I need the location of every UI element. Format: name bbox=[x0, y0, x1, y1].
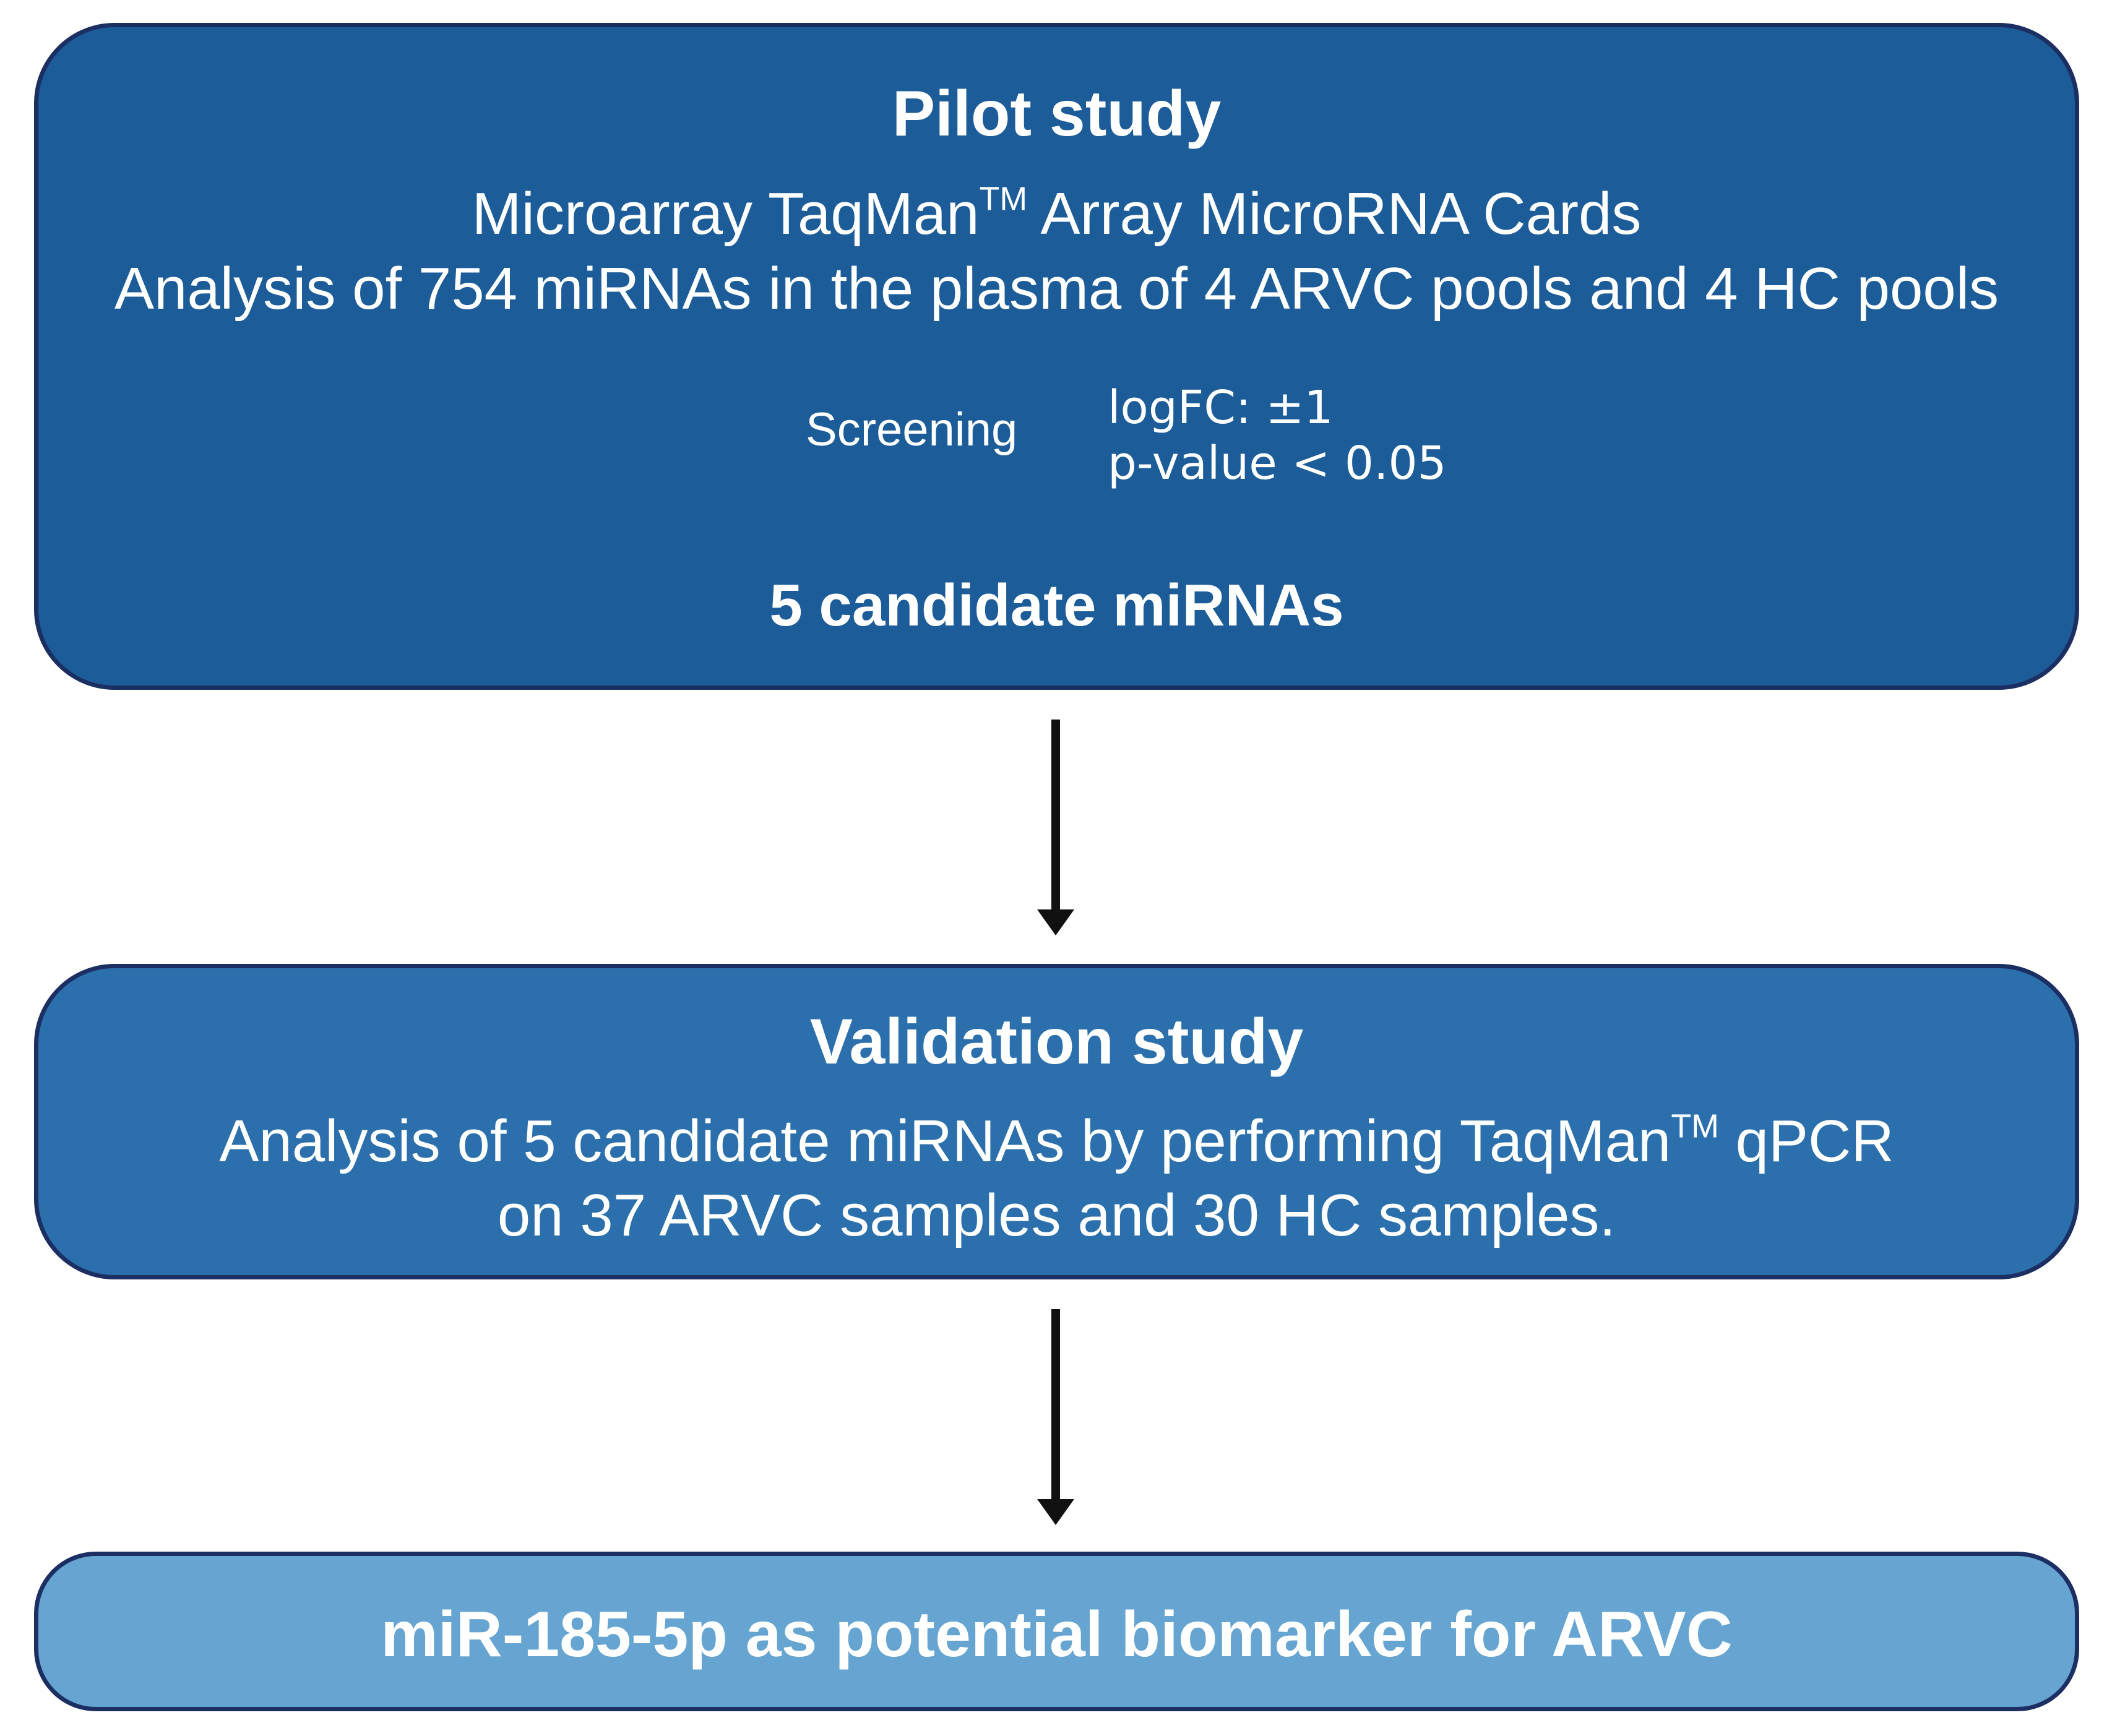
pilot-study-box: Pilot study Microarray TaqManTM Array Mi… bbox=[34, 23, 2079, 690]
arrow-validation-to-result bbox=[1037, 1309, 1074, 1525]
validation-analysis-line: Analysis of 5 candidate miRNAs by perfor… bbox=[38, 1109, 2075, 1171]
pilot-analysis-line: Analysis of 754 miRNAs in the plasma of … bbox=[114, 256, 1999, 322]
trademark-mark: TM bbox=[1671, 1107, 1719, 1145]
pilot-method-line: Microarray TaqManTM Array MicroRNA Cards bbox=[38, 181, 2075, 247]
candidate-mirnas-result: 5 candidate miRNAs bbox=[769, 572, 1344, 638]
pilot-study-title: Pilot study bbox=[892, 78, 1222, 150]
validation-analysis-text-rest: qPCR bbox=[1718, 1108, 1894, 1174]
biomarker-result-text: miR-185-5p as potential biomarker for AR… bbox=[381, 1599, 1733, 1670]
criteria-logfc: logFC: ±1 bbox=[1108, 381, 1334, 434]
arrow-pilot-to-validation bbox=[1037, 720, 1074, 935]
biomarker-result-box: miR-185-5p as potential biomarker for AR… bbox=[34, 1552, 2079, 1711]
trademark-mark: TM bbox=[979, 180, 1028, 218]
pilot-method-text: Microarray TaqMan bbox=[472, 181, 980, 247]
criteria-pvalue: p-value < 0.05 bbox=[1108, 437, 1447, 490]
validation-analysis-text: Analysis of 5 candidate miRNAs by perfor… bbox=[219, 1108, 1671, 1174]
validation-study-title: Validation study bbox=[809, 1006, 1304, 1078]
screening-label: Screening bbox=[806, 403, 1018, 456]
validation-study-box: Validation study Analysis of 5 candidate… bbox=[34, 964, 2079, 1279]
pilot-method-text-rest: Array MicroRNA Cards bbox=[1027, 181, 1642, 247]
validation-samples-line: on 37 ARVC samples and 30 HC samples. bbox=[497, 1182, 1616, 1248]
